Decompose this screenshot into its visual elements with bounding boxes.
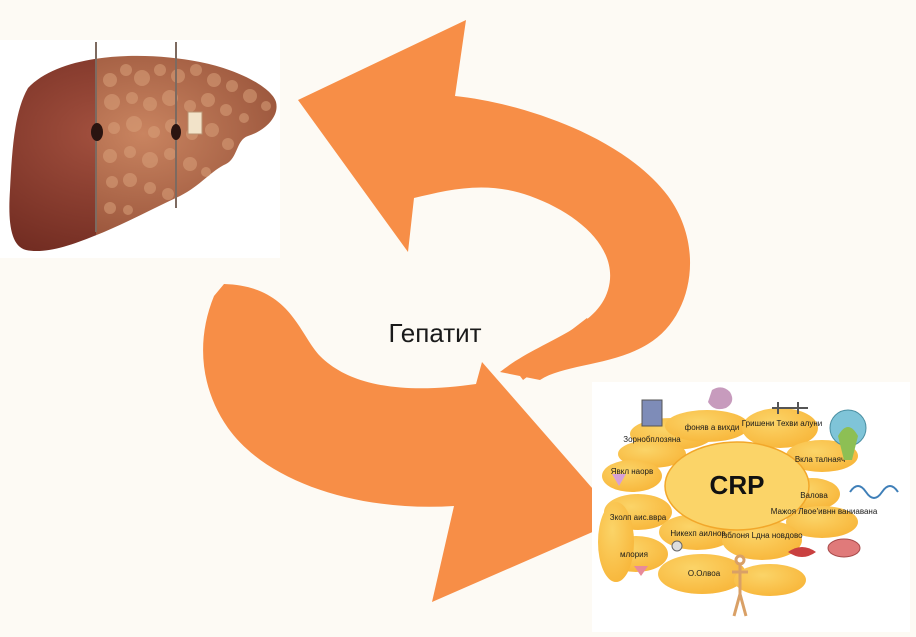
bubble-label: Зколп аис.ввра	[610, 513, 667, 522]
cirrhosis-nodules	[103, 64, 271, 215]
tree-icon	[838, 427, 858, 460]
center-label: Гепатит	[388, 318, 482, 348]
instrument-icon	[772, 402, 808, 414]
arrow-connector	[516, 318, 594, 380]
upper-return-arrow	[298, 20, 691, 380]
bubble-label: Мажоя Лвое'ивнн ваниавана	[771, 507, 878, 516]
stethoscope-icon	[671, 540, 683, 552]
crp-core	[664, 441, 810, 531]
bubble-label: О.Олвоа	[688, 569, 721, 578]
liver-drawing	[9, 42, 277, 251]
bubble-label: Зорнобплозяна	[623, 435, 681, 444]
healthy-liver-half	[9, 58, 96, 251]
dna-icon	[849, 485, 899, 499]
vessel-marker-right	[171, 124, 181, 140]
vessel-marker-left	[91, 123, 103, 141]
bubble-label: фоняв а вихди	[685, 423, 740, 432]
muscle-icon	[788, 547, 816, 557]
lower-forward-arrow	[203, 284, 621, 602]
bubble-label: Ізблоня Lдна новдово	[721, 531, 803, 540]
bubble-label: Валова	[800, 491, 828, 500]
organ-icon	[708, 387, 733, 410]
bubble-label: Гришени Техви алуни	[742, 419, 822, 428]
bubble-label: Явкл наорв	[611, 467, 654, 476]
tissue-icon	[827, 538, 861, 558]
bubble-label: Вкла талнаяч	[795, 455, 845, 464]
tissue-sample	[187, 111, 203, 135]
bubble-label: Никехп аилнов	[670, 529, 725, 538]
human-figure-icon	[732, 554, 748, 617]
device-icon	[641, 399, 663, 427]
liver-illustration	[0, 40, 280, 258]
glass-icon	[634, 566, 648, 576]
cup-icon	[612, 474, 626, 486]
crp-title: CRP	[710, 470, 765, 500]
cirrhotic-liver-half	[96, 55, 277, 236]
bubble-label: млория	[620, 550, 648, 559]
crp-icons	[612, 387, 899, 617]
